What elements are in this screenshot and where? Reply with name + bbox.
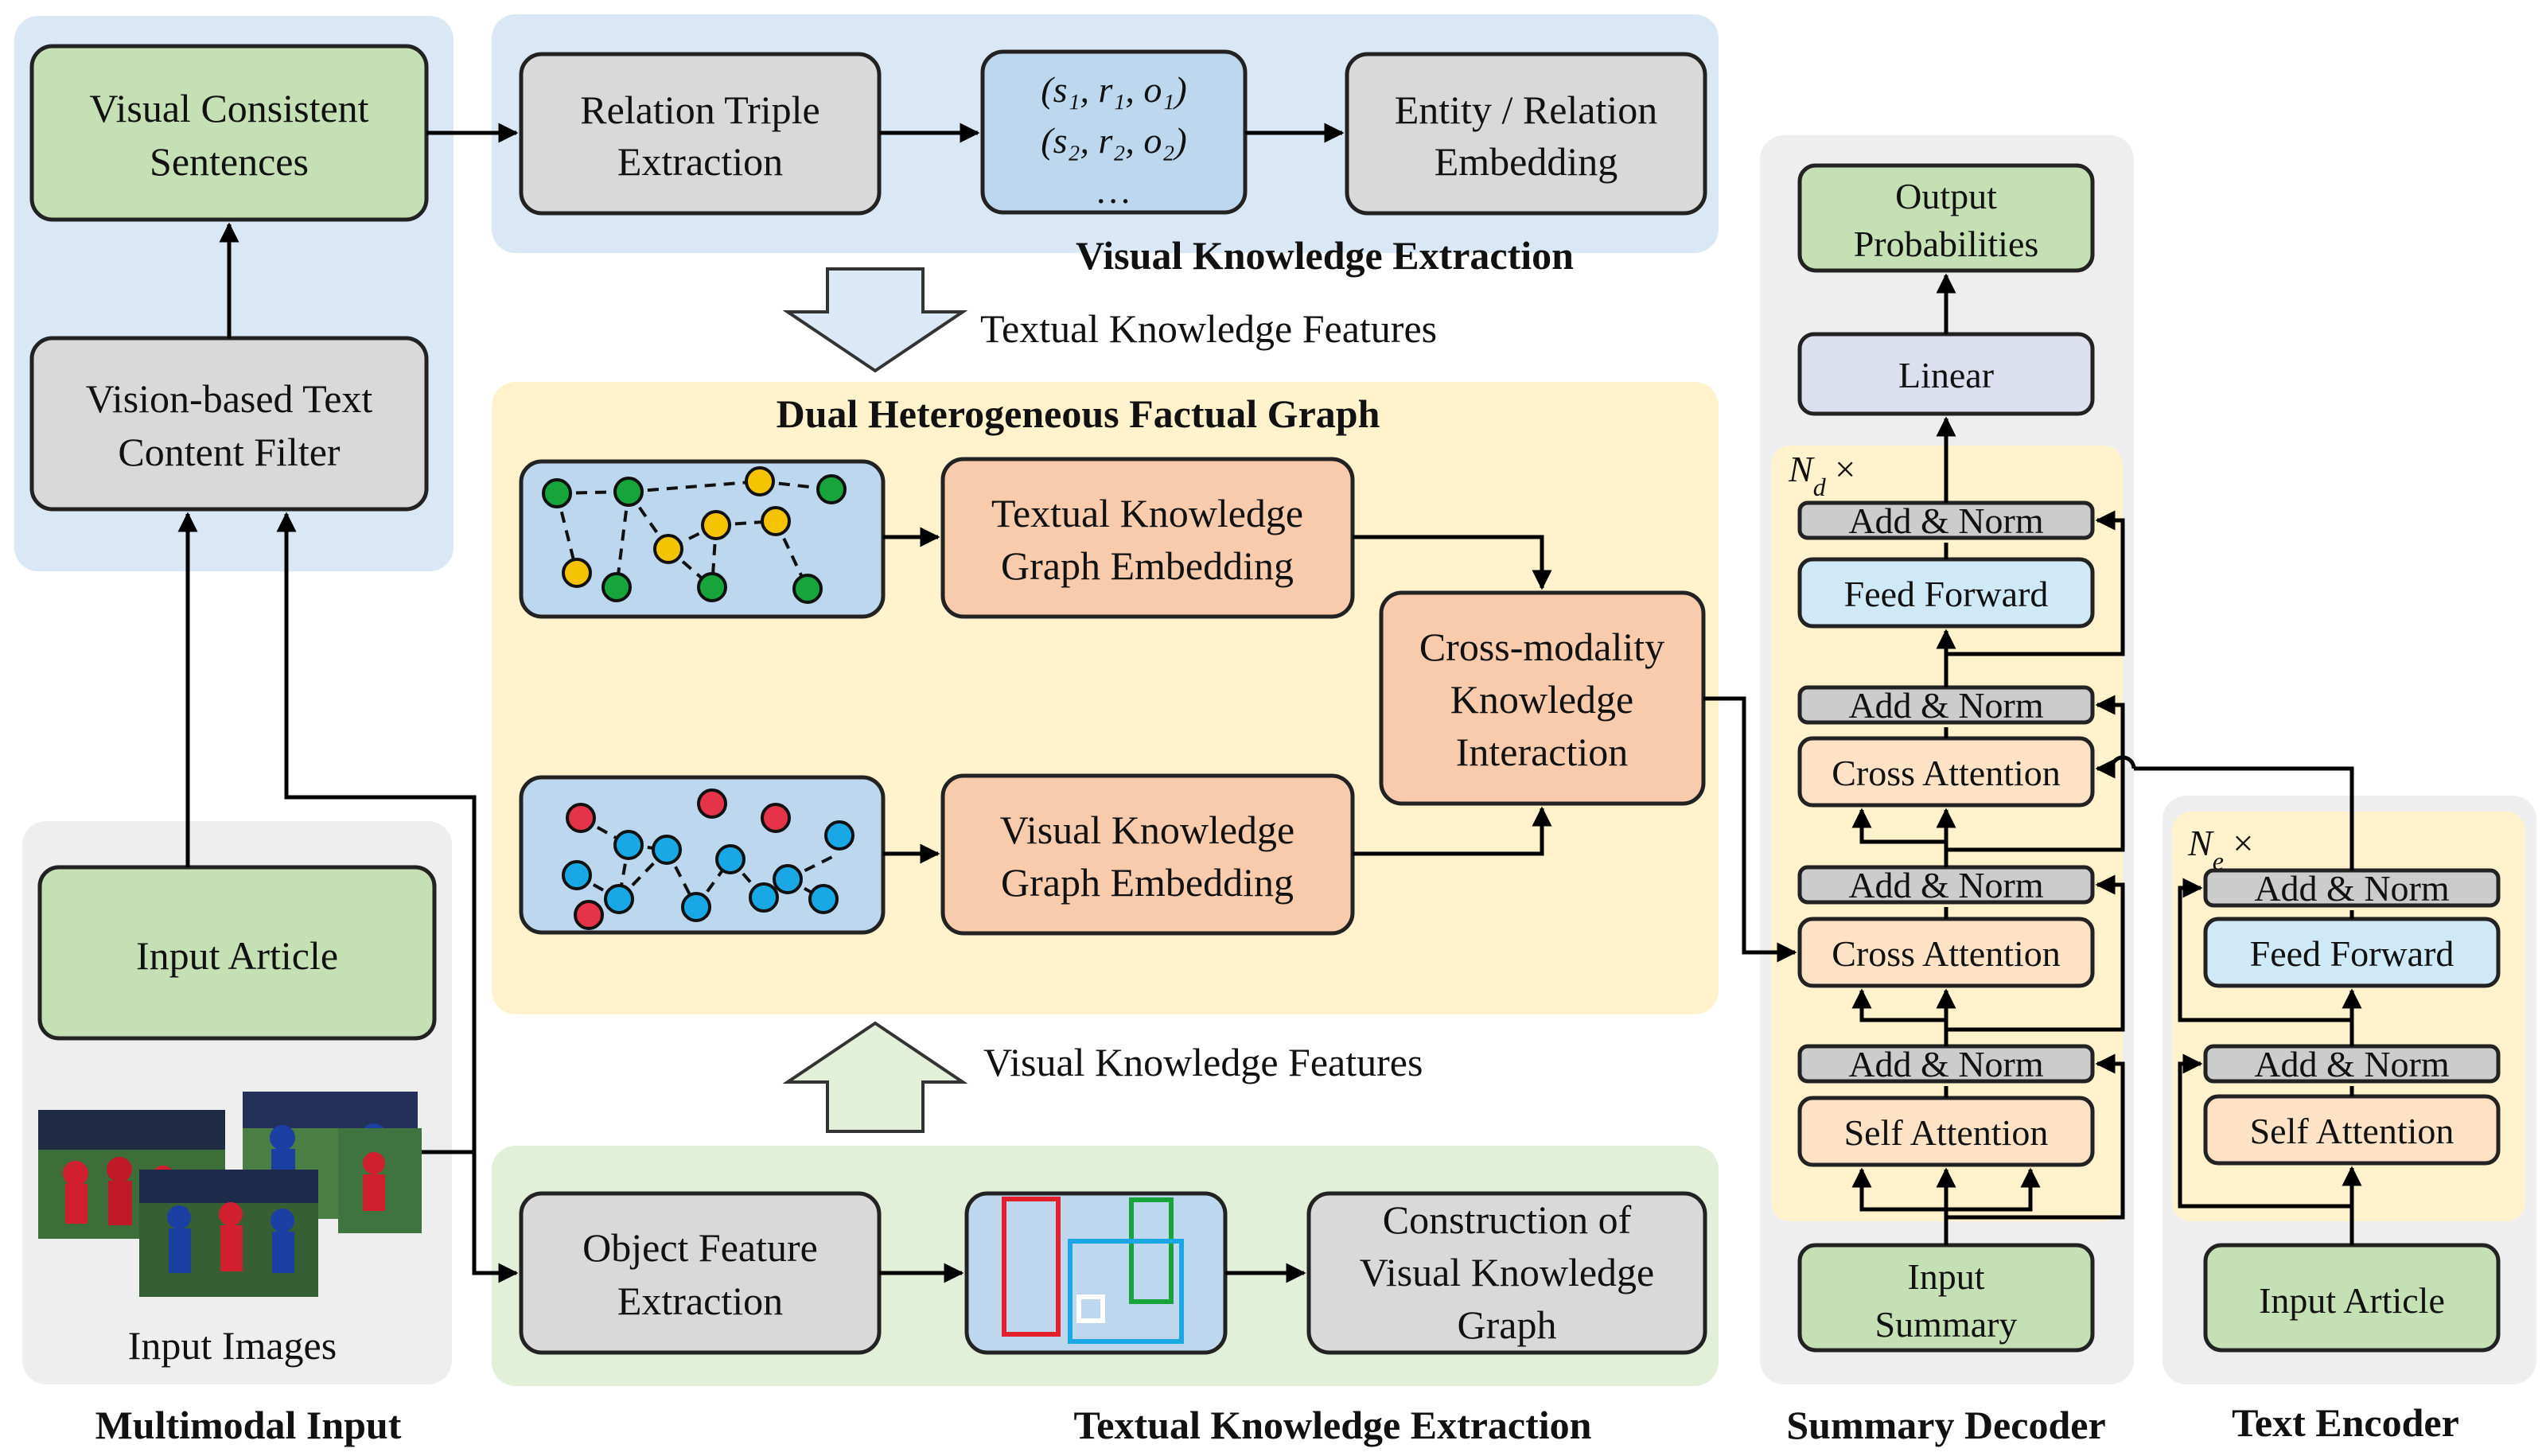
triple-2: (s₂, r₂, o₂) — [1041, 120, 1186, 161]
textual-graph-embedding-box: Textual Knowledge Graph Embedding — [940, 457, 1355, 619]
triple-1: (s₁, r₁, o₁) — [1041, 69, 1186, 110]
encoder-feed-forward: Feed Forward — [2203, 917, 2501, 988]
decoder-add-norm-4-label: Add & Norm — [1848, 500, 2044, 541]
decoder-cross-attention-2: Cross Attention — [1797, 736, 2095, 808]
decoder-add-norm-2-label: Add & Norm — [1848, 865, 2044, 905]
encoder-input-article-box: Input Article — [2203, 1243, 2501, 1353]
cross-modality-line3: Interaction — [1456, 730, 1629, 774]
summary-decoder-title: Summary Decoder — [1786, 1403, 2105, 1447]
construction-line2: Visual Knowledge — [1360, 1250, 1655, 1294]
linear-box: Linear — [1797, 332, 2095, 416]
textual-graph-icon — [519, 459, 886, 619]
visual-knowledge-title: Visual Knowledge Extraction — [1076, 233, 1574, 278]
decoder-cross-attention-2-label: Cross Attention — [1832, 753, 2061, 793]
textual-knowledge-title: Textual Knowledge Extraction — [1074, 1403, 1592, 1447]
dual-graph-title: Dual Heterogeneous Factual Graph — [777, 391, 1380, 436]
cross-modality-box: Cross-modality Knowledge Interaction — [1379, 590, 1706, 806]
photo-4 — [139, 1170, 318, 1297]
multimodal-input-title: Multimodal Input — [95, 1403, 402, 1447]
vision-filter-line1: Vision-based Text — [86, 376, 373, 421]
decoder-add-norm-2: Add & Norm — [1797, 865, 2095, 905]
object-feature-line2: Extraction — [617, 1279, 783, 1323]
vision-filter-line2: Content Filter — [118, 430, 341, 474]
connectors — [177, 123, 2362, 1283]
encoder-add-norm-2: Add & Norm — [2203, 868, 2501, 909]
output-line1: Output — [1895, 176, 1997, 216]
textual-features-label: Textual Knowledge Features — [980, 306, 1437, 351]
bounding-boxes-icon — [964, 1191, 1228, 1355]
down-block-arrow — [782, 267, 968, 373]
construction-box: Construction of Visual Knowledge Graph — [1306, 1191, 1707, 1355]
input-summary-line2: Summary — [1875, 1304, 2018, 1345]
decoder-add-norm-4: Add & Norm — [1797, 500, 2095, 541]
input-images-label: Input Images — [128, 1323, 337, 1368]
construction-line1: Construction of — [1383, 1197, 1632, 1242]
decoder-self-attention: Self Attention — [1797, 1096, 2095, 1167]
decoder-add-norm-3: Add & Norm — [1797, 685, 2095, 726]
cross-modality-line2: Knowledge — [1450, 677, 1634, 722]
visual-embedding-line1: Visual Knowledge — [1000, 808, 1295, 852]
text-encoder-title: Text Encoder — [2232, 1400, 2459, 1445]
input-article-box: Input Article — [37, 865, 437, 1041]
linear-label: Linear — [1898, 355, 1994, 395]
photo-3 — [338, 1128, 422, 1233]
visual-embedding-line2: Graph Embedding — [1001, 860, 1294, 905]
visual-graph-icon — [519, 775, 886, 935]
textual-embedding-line2: Graph Embedding — [1001, 543, 1294, 588]
relation-triple-line2: Extraction — [617, 139, 783, 184]
visual-consistent-sentences-box: Visual Consistent Sentences — [29, 44, 429, 222]
construction-line3: Graph — [1458, 1302, 1557, 1347]
decoder-cross-attention-1: Cross Attention — [1797, 917, 2095, 988]
decoder-add-norm-1: Add & Norm — [1797, 1044, 2095, 1084]
decoder-feed-forward-label: Feed Forward — [1844, 574, 2049, 614]
textual-embedding-line1: Textual Knowledge — [991, 491, 1303, 535]
input-images — [38, 1092, 422, 1297]
decoder-feed-forward: Feed Forward — [1797, 557, 2095, 629]
decoder-add-norm-3-label: Add & Norm — [1848, 685, 2044, 726]
input-summary-box: Input Summary — [1797, 1243, 2095, 1353]
encoder-add-norm-1-label: Add & Norm — [2254, 1044, 2450, 1084]
triple-ellipsis: … — [1098, 170, 1131, 211]
output-line2: Probabilities — [1854, 224, 2039, 264]
decoder-self-attention-label: Self Attention — [1844, 1112, 2049, 1153]
relation-triple-box: Relation Triple Extraction — [519, 52, 882, 216]
entity-embedding-box: Entity / Relation Embedding — [1345, 52, 1707, 216]
visual-graph-embedding-box: Visual Knowledge Graph Embedding — [940, 773, 1355, 936]
visual-features-label: Visual Knowledge Features — [983, 1040, 1423, 1084]
encoder-self-attention-label: Self Attention — [2250, 1111, 2455, 1151]
vision-filter-box: Vision-based Text Content Filter — [29, 336, 429, 512]
output-probabilities-box: Output Probabilities — [1797, 163, 2095, 273]
visual-consistent-line1: Visual Consistent — [89, 86, 368, 130]
entity-embedding-line1: Entity / Relation — [1395, 88, 1658, 132]
encoder-self-attention: Self Attention — [2203, 1094, 2501, 1166]
object-feature-line1: Object Feature — [582, 1225, 818, 1270]
decoder-cross-attention-1-label: Cross Attention — [1832, 933, 2061, 974]
input-article-label: Input Article — [136, 933, 338, 978]
relation-triple-line1: Relation Triple — [580, 88, 819, 132]
visual-consistent-line2: Sentences — [150, 139, 309, 184]
encoder-add-norm-2-label: Add & Norm — [2254, 868, 2450, 909]
cross-modality-line1: Cross-modality — [1419, 625, 1664, 669]
object-feature-box: Object Feature Extraction — [519, 1191, 882, 1355]
up-block-arrow — [782, 1021, 968, 1133]
encoder-input-article-label: Input Article — [2259, 1280, 2445, 1321]
encoder-repeat-label: Ne × — [2187, 823, 2253, 875]
decoder-add-norm-1-label: Add & Norm — [1848, 1044, 2044, 1084]
encoder-feed-forward-label: Feed Forward — [2250, 933, 2455, 974]
input-summary-line1: Input — [1907, 1256, 1984, 1297]
triples-box: (s₁, r₁, o₁) (s₂, r₂, o₂) … — [980, 49, 1248, 215]
decoder-repeat-label: Nd × — [1788, 449, 1855, 501]
encoder-add-norm-1: Add & Norm — [2203, 1044, 2501, 1084]
entity-embedding-line2: Embedding — [1435, 139, 1618, 184]
